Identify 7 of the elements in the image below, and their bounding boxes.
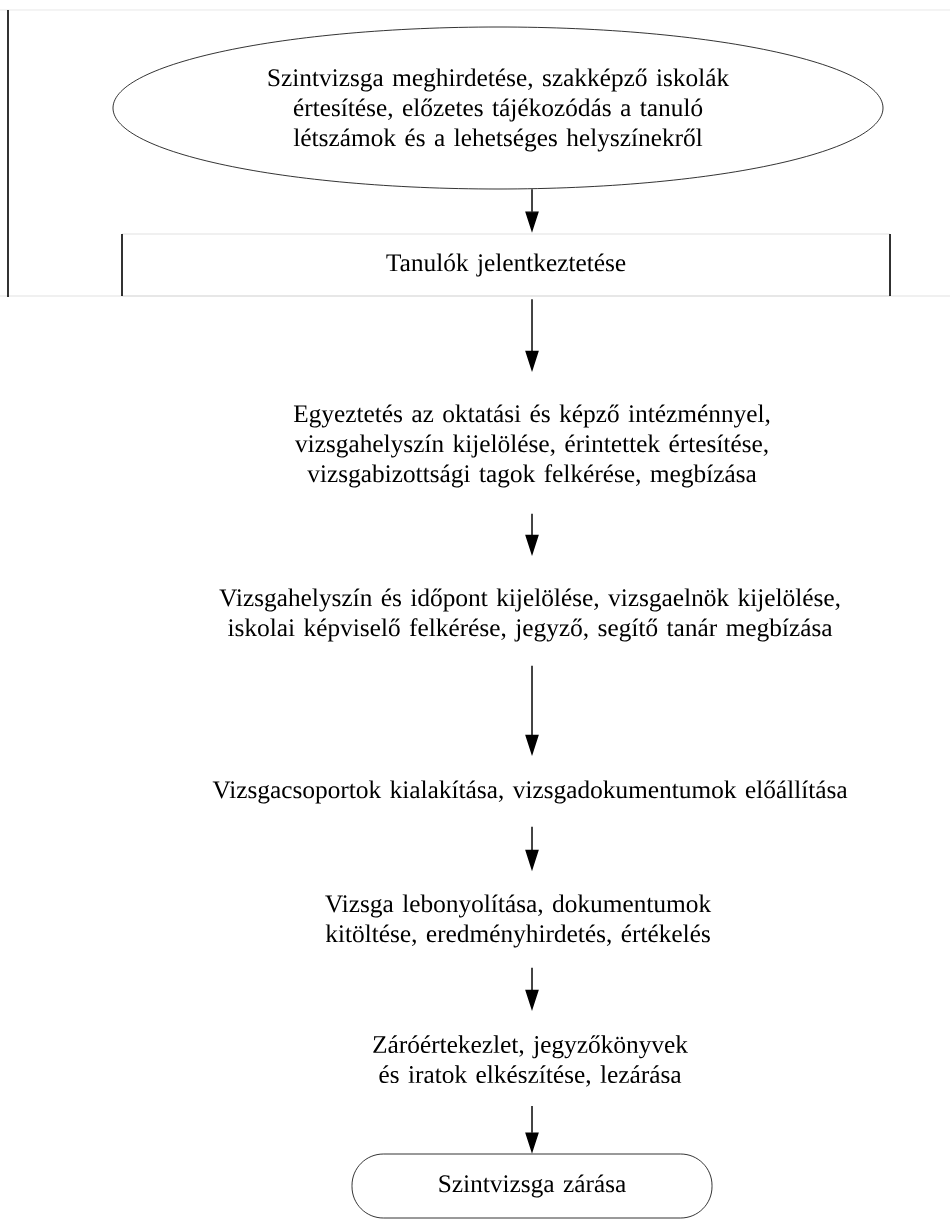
step-text: Vizsgahelyszín és időpont kijelölése, vizsgaelnök kijelölése, iskolai képviselő felkérése, jegyző, segítő tanár megbízása — [219, 588, 840, 642]
step-text: Vizsga lebonyolítása, dokumentumok kitöltése, eredményhirdetés, értékelés — [325, 894, 712, 948]
step-text: Egyeztetés az oktatási és képző intézménnyel, vizsgahelyszín kijelölése, érintettek értesítése, vizsgabizottsági tagok felkérése, megbízása — [293, 404, 770, 488]
ellipse-node: Szintvizsga meghirdetése, szakképző iskolák értesítése, előzetes tájékozódás a tanuló létszámok és a lehetséges helyszínekről — [112, 26, 884, 190]
step-text: Záróértekezlet, jegyzőkönyvek és iratok elkészítése, lezárása — [373, 1035, 688, 1087]
process-box: Tanulók jelentkeztetése — [121, 233, 891, 297]
step-text: Vizsgacsoportok kialakítása, vizsgadokumentumok előállítása — [212, 780, 848, 804]
